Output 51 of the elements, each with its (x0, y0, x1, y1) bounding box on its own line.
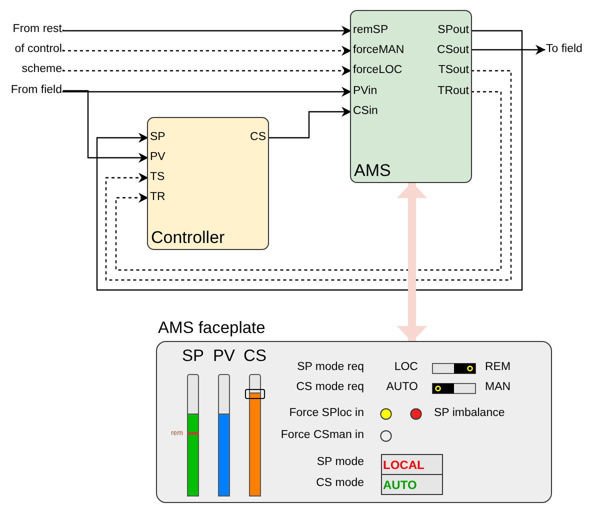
port-label: PV (148, 152, 166, 164)
arrow (268, 106, 352, 138)
arrow (115, 91, 502, 271)
field-label: LOC (394, 362, 418, 374)
signal-label: From field (10, 85, 63, 96)
port-label: CSin (351, 106, 378, 118)
port-label: TS (148, 172, 165, 184)
port-label: CSout (437, 45, 471, 56)
port-label: TRout (438, 86, 471, 98)
field-label: SP imbalance (434, 408, 505, 420)
gauge-label: CS (242, 348, 268, 364)
field-label: MAN (485, 382, 511, 394)
double-arrow (397, 182, 427, 342)
arrow (470, 44, 546, 55)
field-label: SP mode req (297, 362, 364, 374)
function-block (350, 10, 472, 183)
field-label: REM (485, 362, 511, 374)
block-title: AMS (354, 162, 391, 179)
port-label: remSP (351, 25, 388, 36)
port-label: SPout (438, 25, 471, 36)
port-label: forceLOC (351, 65, 402, 76)
arrow (63, 90, 148, 163)
signal-label: scheme (20, 64, 63, 76)
status-display: LOCAL (381, 454, 443, 475)
port-label: TR (148, 192, 166, 204)
field-label: AUTO (386, 382, 418, 394)
status-display: AUTO (381, 474, 443, 495)
port-label: TSout (438, 65, 471, 76)
arrow (105, 70, 512, 281)
arrow (62, 26, 352, 36)
arrow (62, 66, 352, 76)
block-title: Controller (151, 229, 225, 246)
signal-label: of control (14, 44, 63, 56)
signal-label: To field (545, 44, 584, 56)
field-label: CS mode req (296, 382, 364, 394)
field-label: Force SPloc in (289, 408, 364, 420)
arrow (62, 46, 352, 56)
gauge-label: PV (212, 348, 236, 364)
signal-label: From rest (12, 24, 63, 36)
field-label: Force CSman in (280, 430, 364, 442)
function-block (147, 117, 269, 250)
gauge-label: SP (180, 348, 205, 364)
arrow (62, 86, 352, 97)
port-label: SP (148, 132, 166, 144)
port-label: PVin (351, 86, 378, 98)
port-label: forceMAN (351, 45, 404, 56)
port-label: CS (250, 132, 268, 144)
field-label: SP mode (316, 457, 364, 468)
arrow (96, 30, 523, 291)
field-label: CS mode (316, 478, 364, 490)
panel-title: AMS faceplate (158, 320, 266, 336)
